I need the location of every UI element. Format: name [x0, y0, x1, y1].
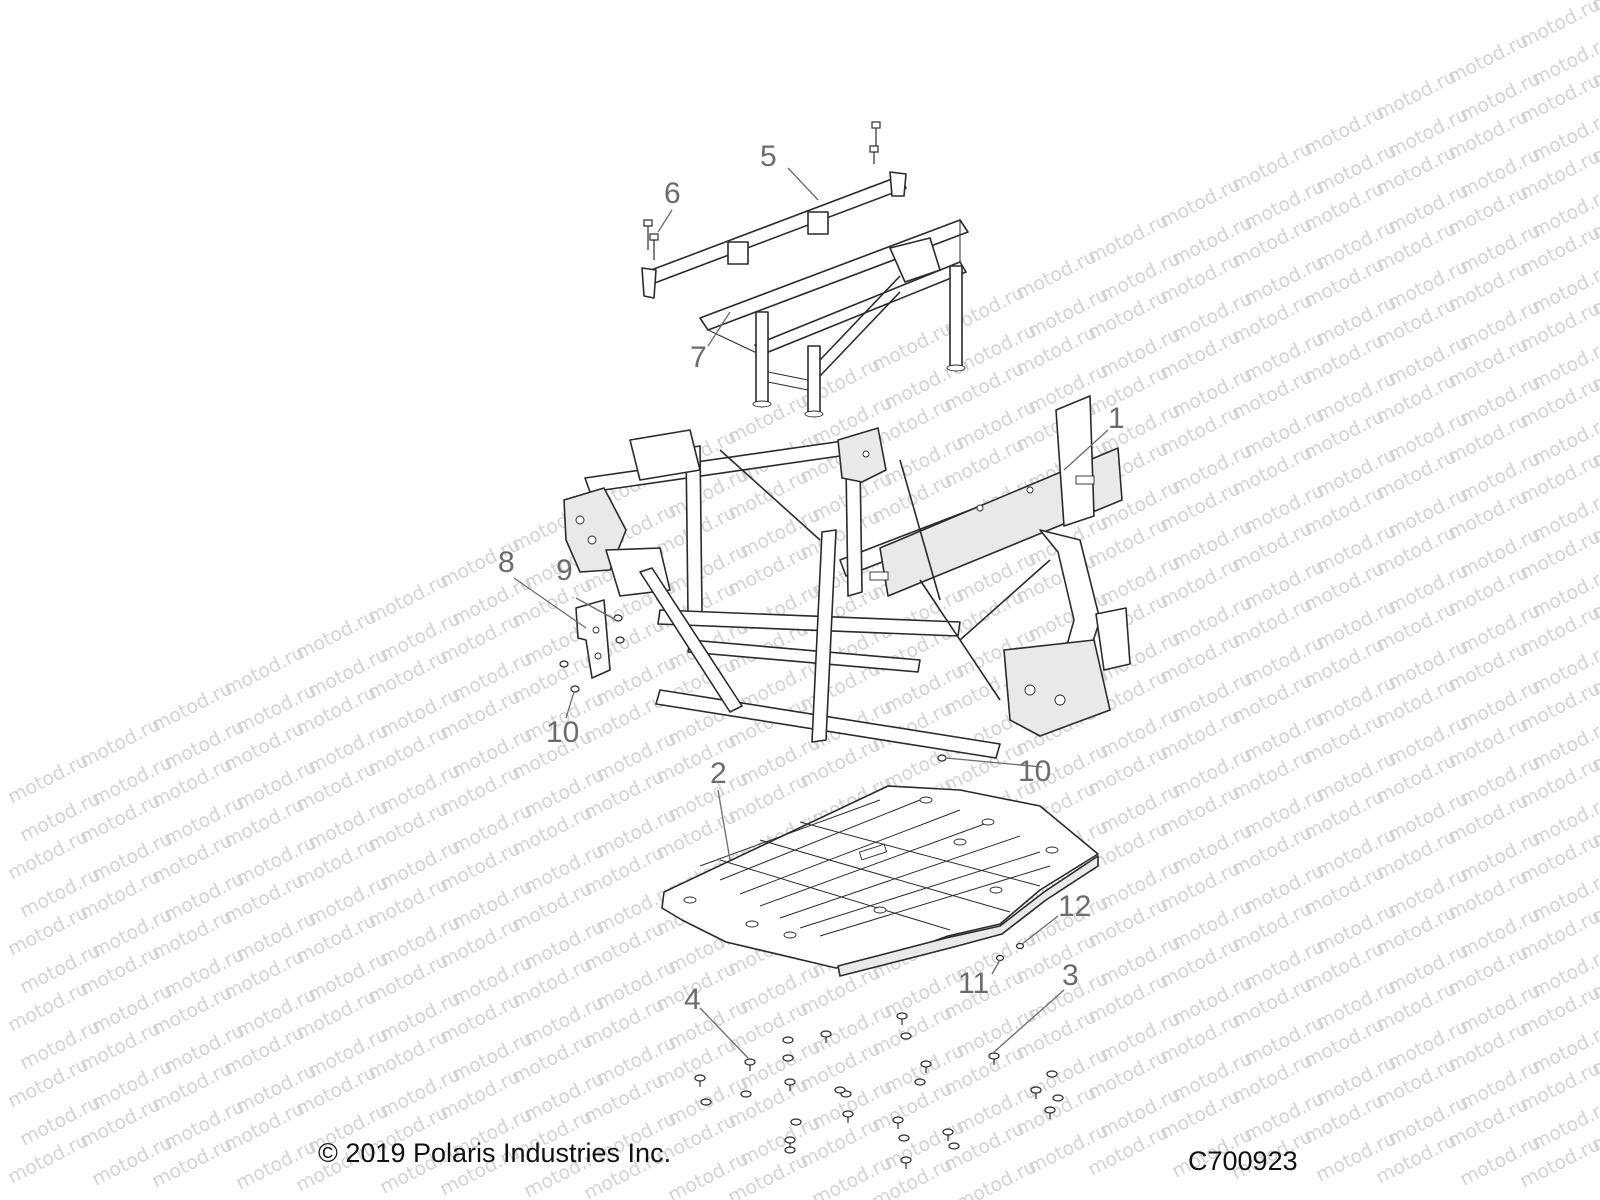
fastener — [782, 1054, 794, 1062]
callout-1: 1 — [1108, 402, 1125, 435]
drawing-number: C700923 — [1188, 1146, 1298, 1176]
rack-leg-right — [949, 265, 963, 367]
fastener — [782, 1036, 794, 1044]
fastener — [988, 1052, 1000, 1060]
side-bracket-plate — [575, 599, 611, 679]
callout-10-right: 10 — [1018, 755, 1051, 788]
rack-leg-left — [755, 311, 769, 403]
fastener — [744, 1058, 756, 1066]
rack-gusset — [889, 237, 941, 283]
callout-9: 9 — [556, 554, 573, 587]
fastener — [842, 1110, 854, 1118]
rack-leg-mid — [807, 345, 821, 413]
fastener — [1030, 1086, 1042, 1094]
rack-assembly — [641, 121, 969, 418]
fastener — [790, 1118, 802, 1126]
fastener — [784, 1136, 796, 1144]
callout-6: 6 — [664, 177, 681, 210]
cross-bar-clamp-1 — [727, 241, 749, 265]
skid-plate-body — [661, 785, 1099, 969]
frame-lower-rail-left — [655, 689, 1001, 759]
fastener — [1052, 1094, 1064, 1102]
fastener — [820, 1030, 832, 1038]
frame-front-brace — [639, 567, 743, 713]
fastener-10-left — [559, 660, 580, 693]
bolt-6 — [643, 219, 659, 260]
fastener — [948, 1142, 960, 1150]
watermark-layer: motod.rumotod.rumotod.rumotod.rumotod.ru… — [4, 0, 1600, 1200]
cross-bar-end-right — [889, 171, 907, 197]
fastener — [896, 1012, 908, 1020]
scattered-fasteners — [694, 1012, 1064, 1169]
fastener — [700, 1098, 712, 1106]
callout-11: 11 — [958, 967, 989, 1000]
callout-7: 7 — [690, 341, 707, 374]
copyright-notice: © 2019 Polaris Industries Inc. — [318, 1138, 672, 1168]
fastener — [892, 1116, 904, 1124]
fastener — [898, 1134, 910, 1142]
skid-plate-holes — [683, 796, 1059, 939]
fastener — [784, 1078, 796, 1086]
frame-front-down-tube — [811, 529, 837, 743]
fastener — [942, 1128, 954, 1136]
callouts: 1 2 3 4 5 6 7 8 9 10 10 11 12 — [498, 140, 1125, 1059]
callout-4: 4 — [684, 983, 701, 1016]
fastener-11 — [995, 954, 1005, 962]
cross-bar-clamp-2 — [807, 211, 829, 235]
side-bracket — [559, 599, 625, 693]
callout-2: 2 — [710, 757, 727, 790]
fastener — [920, 1060, 932, 1068]
skid-plate-edge — [837, 855, 1099, 977]
nut-9 — [613, 614, 625, 644]
fastener-10-right — [937, 754, 947, 762]
callout-8: 8 — [498, 546, 515, 579]
frame-front-upright-right — [1055, 395, 1095, 527]
skid-plate-ribs — [699, 799, 1051, 937]
callout-12: 12 — [1058, 890, 1091, 923]
fastener — [900, 1032, 912, 1040]
fastener — [834, 1086, 846, 1094]
cross-bar-end-left — [641, 267, 657, 299]
bolt-5 — [869, 121, 881, 164]
fastener — [914, 1078, 926, 1086]
skid-plate — [661, 785, 1099, 977]
frame-front-plate — [1095, 607, 1131, 671]
fastener — [784, 1146, 796, 1154]
fastener-12 — [1015, 942, 1025, 950]
main-frame — [563, 395, 1131, 759]
frame-holes — [575, 450, 1095, 706]
callout-5: 5 — [760, 140, 777, 173]
watermark-text: motod.ru — [1588, 0, 1600, 16]
frame-front-suspension-mount — [1003, 639, 1111, 737]
frame-mid-upright-bracket — [837, 427, 887, 483]
callout-10-left: 10 — [546, 716, 579, 749]
frame-upper-bracket-left — [629, 429, 701, 481]
fastener — [1044, 1106, 1056, 1114]
fastener — [900, 1156, 912, 1164]
fastener — [740, 1090, 752, 1098]
callout-3: 3 — [1062, 959, 1079, 992]
fastener — [1046, 1070, 1058, 1078]
fastener — [694, 1074, 706, 1082]
